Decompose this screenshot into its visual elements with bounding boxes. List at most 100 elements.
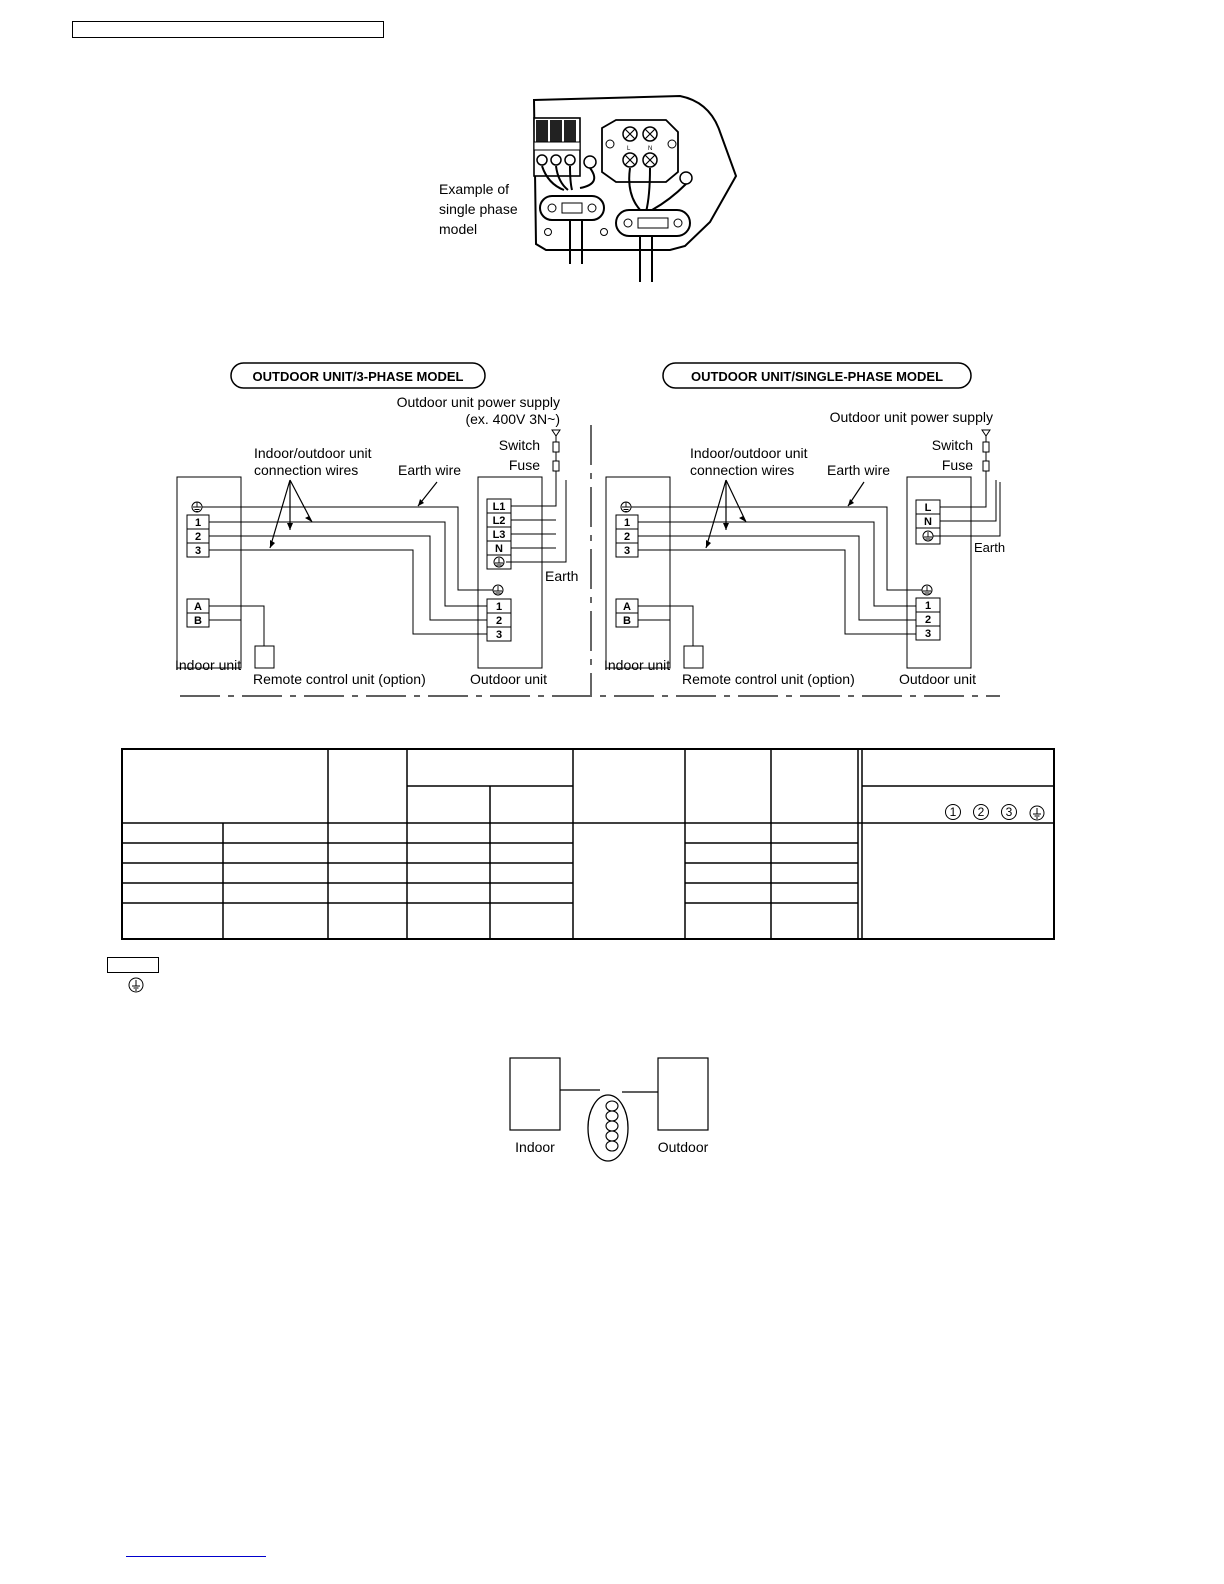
three-phase-indoor-terminal-3: 3 — [195, 545, 201, 557]
three-phase-switch-label: Switch — [499, 437, 540, 453]
three-phase-indoor-terminal-1: 1 — [195, 517, 201, 529]
three-phase-indoor-unit-label: Indoor unit — [175, 657, 241, 673]
caption-line-1: Example of — [439, 181, 509, 197]
single-phase-outdoor-earth-terminal — [921, 584, 933, 596]
single-phase-diagram: OUTDOOR UNIT/SINGLE-PHASE MODEL Outdoor … — [604, 362, 1005, 687]
cable-left — [569, 220, 583, 264]
three-phase-fuse-label: Fuse — [509, 457, 540, 473]
single-phase-conn-wires-line1: Indoor/outdoor unit — [690, 445, 808, 461]
three-phase-remote-terminal-b: B — [194, 615, 202, 627]
three-phase-remote-control-label: Remote control unit (option) — [253, 671, 426, 687]
single-phase-outdoor-terminal-3: 3 — [925, 628, 931, 640]
single-phase-power-wires — [933, 436, 1001, 537]
note-earth-icon — [128, 977, 144, 993]
single-phase-remote-control-label: Remote control unit (option) — [682, 671, 855, 687]
single-phase-remote-control-box — [683, 645, 704, 669]
three-phase-power-spec-label: (ex. 400V 3N~) — [465, 411, 560, 427]
three-phase-earth-label: Earth — [545, 568, 578, 584]
circled-number-3: 3 — [1001, 804, 1017, 820]
coil-indoor-label: Indoor — [515, 1139, 555, 1155]
three-phase-indoor-unit-box — [176, 476, 242, 669]
earth-screw-left — [583, 155, 597, 169]
single-phase-outdoor-terminal-1: 1 — [925, 600, 931, 612]
single-phase-remote-terminal-a: A — [623, 601, 631, 613]
three-phase-power-supply-label: Outdoor unit power supply — [397, 394, 560, 410]
terminal-letter-n: N — [648, 146, 652, 152]
three-phase-indoor-terminal-2: 2 — [195, 531, 201, 543]
coil-outdoor-label: Outdoor — [658, 1139, 709, 1155]
terminal-letter-l: L — [627, 146, 631, 152]
three-phase-outdoor-earth-terminal — [492, 584, 504, 596]
single-phase-outdoor-unit-box — [906, 476, 972, 669]
three-phase-power-terminal-l1: L1 — [493, 501, 506, 513]
earth-icon — [1029, 805, 1045, 821]
single-phase-power-terminal-l: L — [925, 502, 932, 514]
coil-outdoor-box — [657, 1057, 709, 1131]
single-phase-power-terminal-n: N — [924, 516, 932, 528]
single-phase-title: OUTDOOR UNIT/SINGLE-PHASE MODEL — [691, 369, 943, 384]
single-phase-indoor-earth-terminal — [620, 501, 632, 513]
single-phase-indoor-unit-label: Indoor unit — [604, 657, 670, 673]
three-phase-title: OUTDOOR UNIT/3-PHASE MODEL — [253, 369, 464, 384]
three-phase-conn-wires-line1: Indoor/outdoor unit — [254, 445, 372, 461]
single-phase-title-pill — [662, 362, 972, 389]
right-terminal-block: L N — [601, 119, 679, 183]
single-phase-switch-label: Switch — [932, 437, 973, 453]
coil-turns — [605, 1100, 619, 1152]
three-phase-switch-fuse-symbols — [552, 441, 560, 472]
single-phase-indoor-terminal-1: 1 — [624, 517, 630, 529]
three-phase-outdoor-unit-label: Outdoor unit — [470, 671, 547, 687]
three-phase-power-terminal-l3: L3 — [493, 529, 506, 541]
coil-wire — [560, 1089, 658, 1093]
three-phase-power-terminal-l2: L2 — [493, 515, 506, 527]
earth-screw-right — [679, 171, 693, 185]
single-phase-remote-terminal-b: B — [623, 615, 631, 627]
three-phase-outdoor-terminal-1: 1 — [496, 601, 502, 613]
three-phase-label-arrows — [269, 479, 438, 549]
bottom-underline — [126, 1556, 266, 1557]
three-phase-connection-wires — [202, 506, 493, 646]
single-phase-conn-wires-line2: connection wires — [690, 462, 794, 478]
single-phase-label-arrows — [705, 479, 865, 549]
three-phase-remote-control-box — [254, 645, 275, 669]
single-phase-connection-wires — [631, 506, 922, 646]
single-phase-outdoor-unit-label: Outdoor unit — [899, 671, 976, 687]
header-box — [72, 21, 384, 38]
three-phase-indoor-earth-terminal — [191, 501, 203, 513]
three-phase-outdoor-terminal-2: 2 — [496, 615, 502, 627]
cable-right — [639, 236, 653, 282]
three-phase-power-earth-terminal — [493, 556, 505, 568]
wires-left — [541, 165, 596, 191]
three-phase-outdoor-terminal-3: 3 — [496, 629, 502, 641]
single-phase-indoor-terminal-3: 3 — [624, 545, 630, 557]
caption-line-3: model — [439, 221, 477, 237]
single-phase-earth-label: Earth — [974, 540, 1005, 555]
three-phase-remote-terminal-a: A — [194, 601, 202, 613]
coil-indoor-box — [509, 1057, 561, 1131]
circled-number-2: 2 — [973, 804, 989, 820]
single-phase-switch-fuse-symbols — [982, 441, 990, 472]
three-phase-power-arrow — [551, 429, 561, 437]
three-phase-power-terminal-n: N — [495, 543, 503, 555]
single-phase-outdoor-terminal-2: 2 — [925, 614, 931, 626]
three-phase-diagram: OUTDOOR UNIT/3-PHASE MODEL Outdoor unit … — [175, 362, 578, 687]
note-box — [107, 957, 159, 973]
coil-diagram: Indoor Outdoor — [509, 1057, 709, 1162]
three-phase-power-wires — [506, 436, 567, 563]
wiring-diagrams: OUTDOOR UNIT/3-PHASE MODEL Outdoor unit … — [175, 362, 1005, 697]
coil-loop — [587, 1094, 629, 1162]
circled-number-1: 1 — [945, 804, 961, 820]
single-phase-fuse-label: Fuse — [942, 457, 973, 473]
single-phase-power-arrow — [981, 429, 991, 437]
single-phase-indoor-terminal-2: 2 — [624, 531, 630, 543]
single-phase-power-supply-label: Outdoor unit power supply — [830, 409, 993, 425]
three-phase-title-pill — [230, 362, 486, 389]
single-phase-indoor-unit-box — [605, 476, 671, 669]
terminal-block-illustration: L N Example of single phase model — [439, 94, 738, 282]
single-phase-earth-wire-label: Earth wire — [827, 462, 890, 478]
three-phase-outdoor-unit-box — [477, 476, 543, 669]
three-phase-earth-wire-label: Earth wire — [398, 462, 461, 478]
three-phase-conn-wires-line2: connection wires — [254, 462, 358, 478]
caption-line-2: single phase — [439, 201, 518, 217]
